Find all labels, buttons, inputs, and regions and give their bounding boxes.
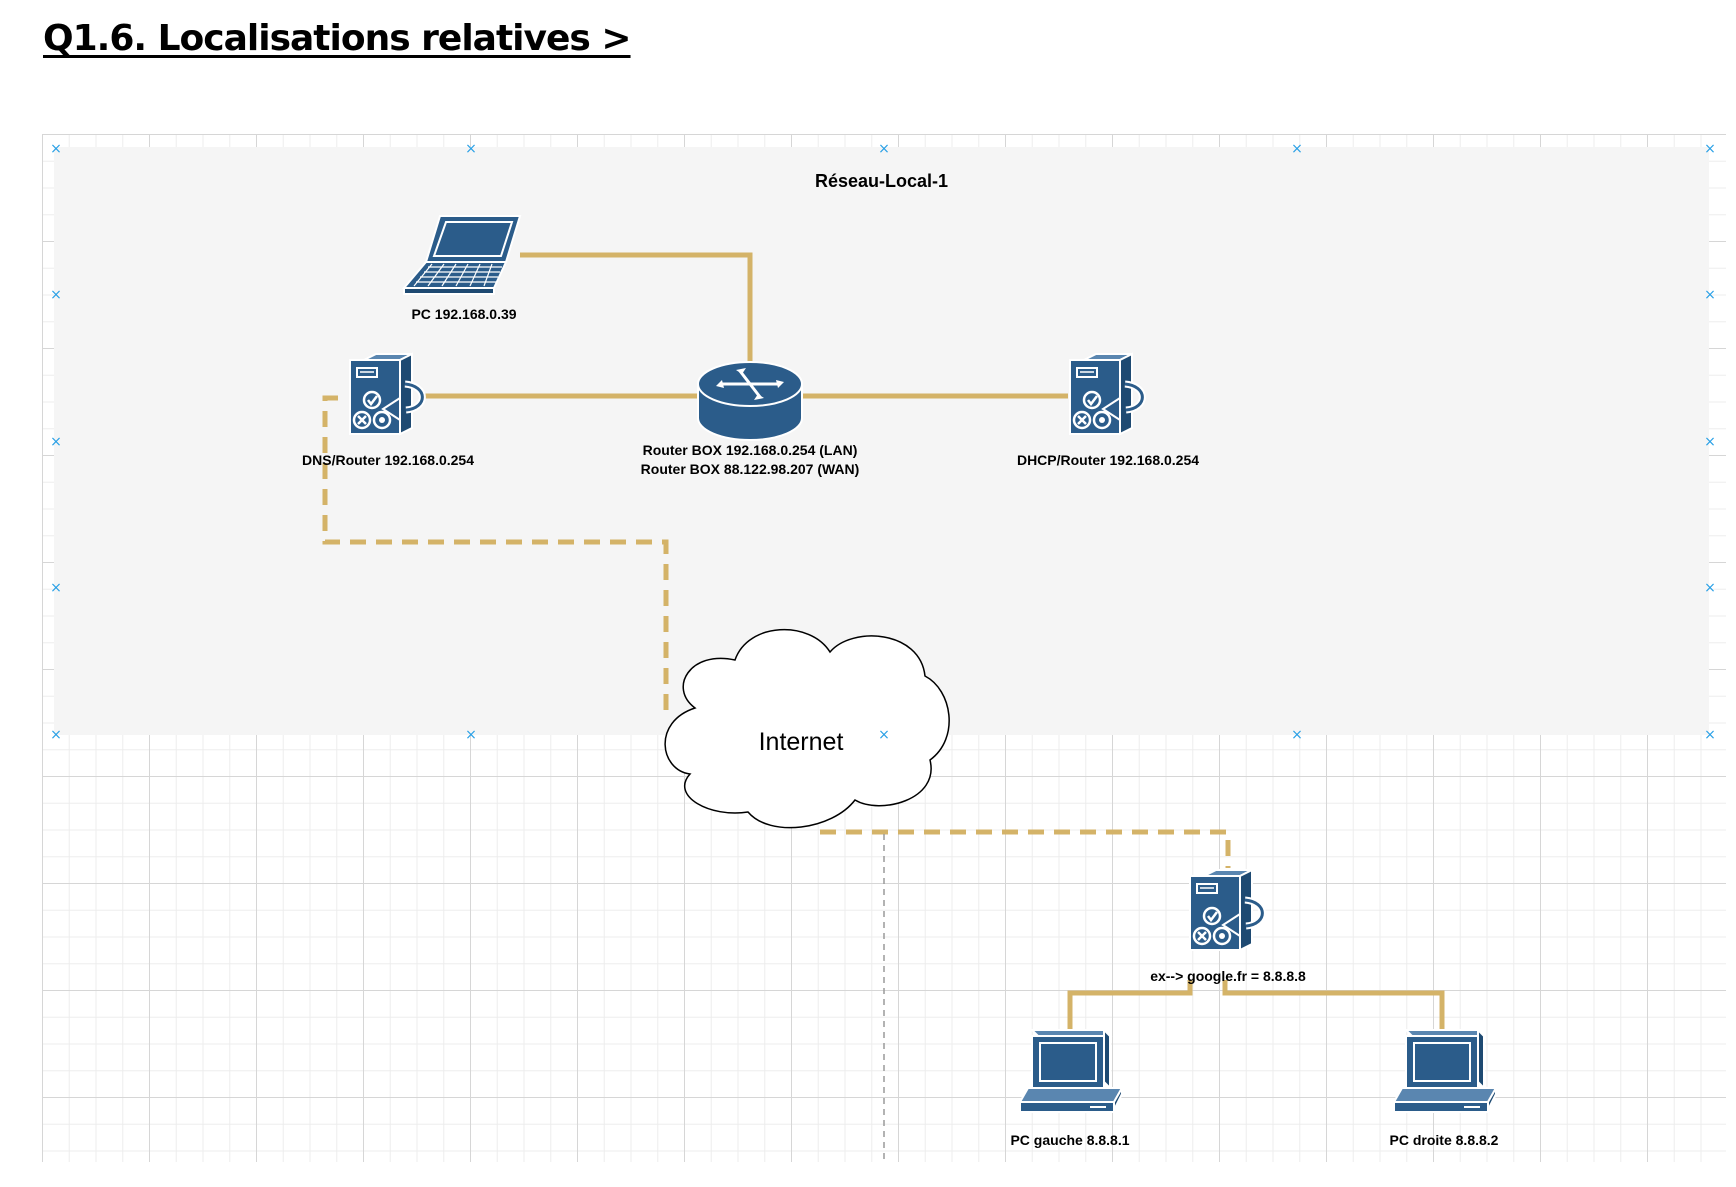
selection-handle[interactable]: × <box>50 580 62 596</box>
laptop-icon <box>401 215 522 295</box>
google-server-label: ex--> google.fr = 8.8.8.8 <box>1150 968 1306 984</box>
selection-handle[interactable]: × <box>50 727 62 743</box>
dns-server-label: DNS/Router 192.168.0.254 <box>302 452 474 468</box>
selection-handle[interactable]: × <box>1704 434 1716 450</box>
selection-handle[interactable]: × <box>1704 727 1716 743</box>
router-label: Router BOX 192.168.0.254 (LAN) Router BO… <box>641 441 860 479</box>
selection-handle[interactable]: × <box>50 287 62 303</box>
dhcp-server-label: DHCP/Router 192.168.0.254 <box>1016 452 1200 468</box>
selection-handle[interactable]: × <box>1291 727 1303 743</box>
selection-handle[interactable]: × <box>1704 287 1716 303</box>
selection-handle[interactable]: × <box>878 727 890 743</box>
router-icon <box>697 361 803 441</box>
selection-handle[interactable]: × <box>1291 141 1303 157</box>
pc-left-label: PC gauche 8.8.8.1 <box>1010 1132 1130 1148</box>
internet-label: Internet <box>758 728 844 756</box>
selection-handle[interactable]: × <box>1704 141 1716 157</box>
laptop-label: PC 192.168.0.39 <box>411 306 517 322</box>
page-title: Q1.6. Localisations relatives > <box>43 18 632 59</box>
link-google-pc-right <box>1222 980 1445 1035</box>
link-google-pc-left <box>1067 980 1193 1035</box>
link-laptop-router <box>520 252 753 375</box>
dns-server-icon <box>350 354 422 434</box>
dhcp-server-icon <box>1070 354 1142 434</box>
wan-links <box>322 395 1231 868</box>
selection-handle[interactable]: × <box>50 141 62 157</box>
selection-handle[interactable]: × <box>465 141 477 157</box>
selection-handle[interactable]: × <box>878 141 890 157</box>
selection-handle[interactable]: × <box>50 434 62 450</box>
cloud-icon <box>664 629 950 829</box>
router-label-lan: Router BOX 192.168.0.254 (LAN) <box>642 442 858 458</box>
google-server-icon <box>1190 870 1262 950</box>
lan-links <box>420 252 1445 1035</box>
selection-handle[interactable]: × <box>1704 580 1716 596</box>
selection-handle[interactable]: × <box>465 727 477 743</box>
desktop-pc-icon <box>1019 1029 1123 1113</box>
router-label-wan: Router BOX 88.122.98.207 (WAN) <box>640 461 860 477</box>
group-title: Réseau-Local-1 <box>814 171 949 191</box>
link-internet-google <box>820 829 1231 868</box>
link-dns-internet <box>322 395 669 712</box>
pc-right-label: PC droite 8.8.8.2 <box>1389 1132 1499 1148</box>
desktop-pc-icon <box>1393 1029 1497 1113</box>
